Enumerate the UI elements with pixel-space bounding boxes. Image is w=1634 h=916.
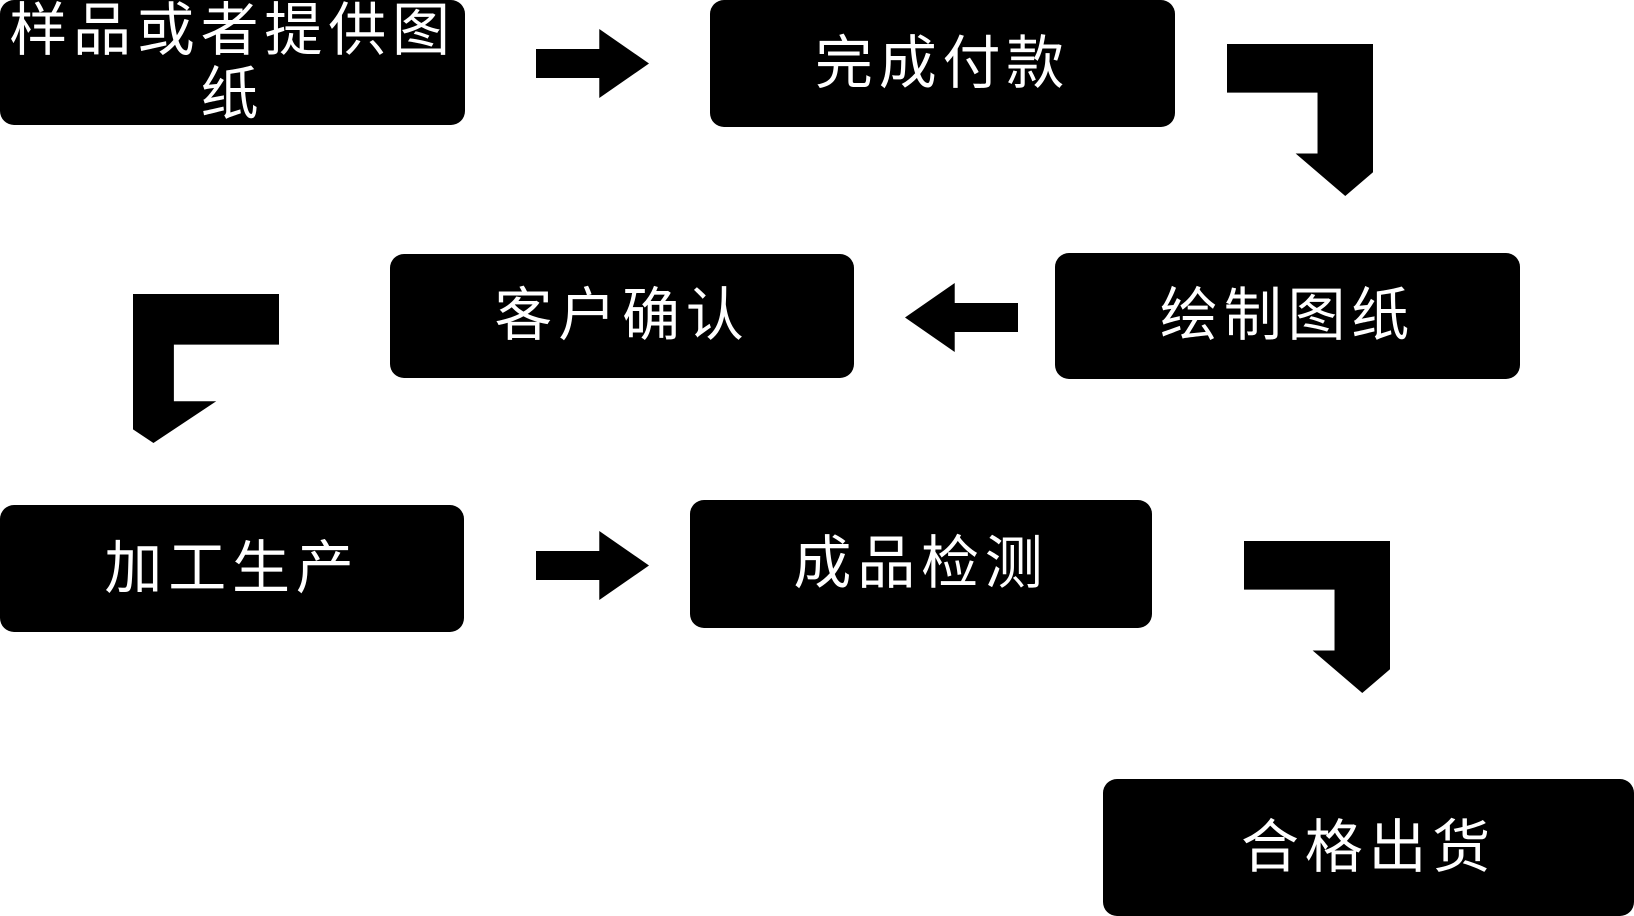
arrow-inspection-to-shipment-shape bbox=[1244, 541, 1390, 693]
flow-node-label: 加工生产 bbox=[104, 535, 360, 601]
flow-node-label: 合格出货 bbox=[1240, 814, 1497, 880]
flow-node-qualified-shipment[interactable]: 合格出货 bbox=[1103, 779, 1634, 916]
flow-node-label: 客户确认 bbox=[494, 283, 750, 349]
flow-node-customer-confirm[interactable]: 客户确认 bbox=[390, 254, 854, 378]
arrow-production-to-inspection-shape bbox=[536, 531, 649, 600]
arrow-payment-to-draw-icon bbox=[1227, 44, 1373, 196]
arrow-draw-to-confirm-shape bbox=[905, 283, 1018, 352]
flow-node-draw-drawing[interactable]: 绘制图纸 bbox=[1055, 253, 1520, 379]
flow-node-sample-or-drawing[interactable]: 样品或者提供图纸 bbox=[0, 0, 465, 127]
arrow-inspection-to-shipment-icon bbox=[1244, 541, 1390, 693]
arrow-production-to-inspection-icon bbox=[536, 531, 649, 600]
flow-node-label: 成品检测 bbox=[793, 531, 1049, 597]
arrow-sample-to-payment-icon bbox=[536, 29, 649, 98]
arrow-confirm-to-production-shape bbox=[133, 294, 279, 443]
flow-node-complete-payment[interactable]: 完成付款 bbox=[710, 0, 1175, 127]
arrow-sample-to-payment-shape bbox=[536, 29, 649, 98]
arrow-draw-to-confirm-icon bbox=[905, 283, 1018, 352]
flow-node-label: 样品或者提供图纸 bbox=[9, 0, 456, 127]
flow-node-processing-production[interactable]: 加工生产 bbox=[0, 505, 464, 632]
flow-node-label: 完成付款 bbox=[814, 30, 1071, 96]
arrow-confirm-to-production-icon bbox=[133, 294, 279, 443]
flow-node-label: 绘制图纸 bbox=[1159, 283, 1416, 349]
flow-node-finished-product-inspection[interactable]: 成品检测 bbox=[690, 500, 1152, 628]
arrow-payment-to-draw-shape bbox=[1227, 44, 1373, 196]
